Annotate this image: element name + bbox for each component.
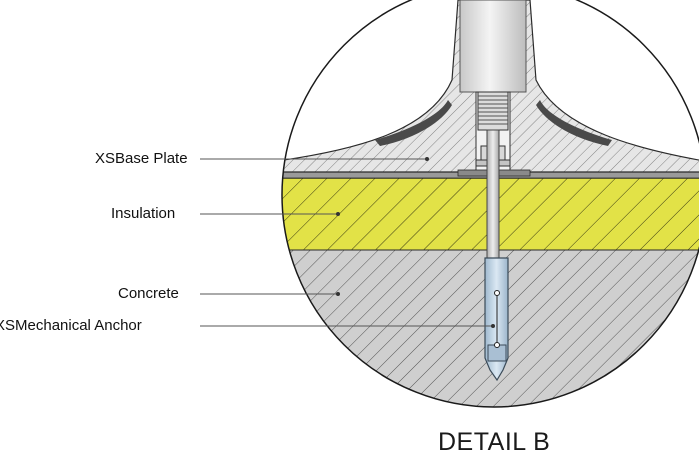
label-base-plate: XSBase Plate (95, 150, 188, 167)
detail-title: DETAIL B (438, 428, 551, 456)
post-tube (459, 0, 527, 93)
section-view (282, 0, 699, 407)
leader-dot-base-plate (425, 157, 429, 161)
leader-dot-concrete (336, 292, 340, 296)
label-concrete: Concrete (118, 285, 179, 302)
label-mechanical-anchor: XSMechanical Anchor (0, 317, 142, 334)
anchor-rod (486, 129, 500, 261)
leader-dot-anchor (491, 324, 495, 328)
leader-dot-insulation (336, 212, 340, 216)
detail-circle (281, 0, 699, 408)
label-insulation: Insulation (111, 205, 176, 222)
